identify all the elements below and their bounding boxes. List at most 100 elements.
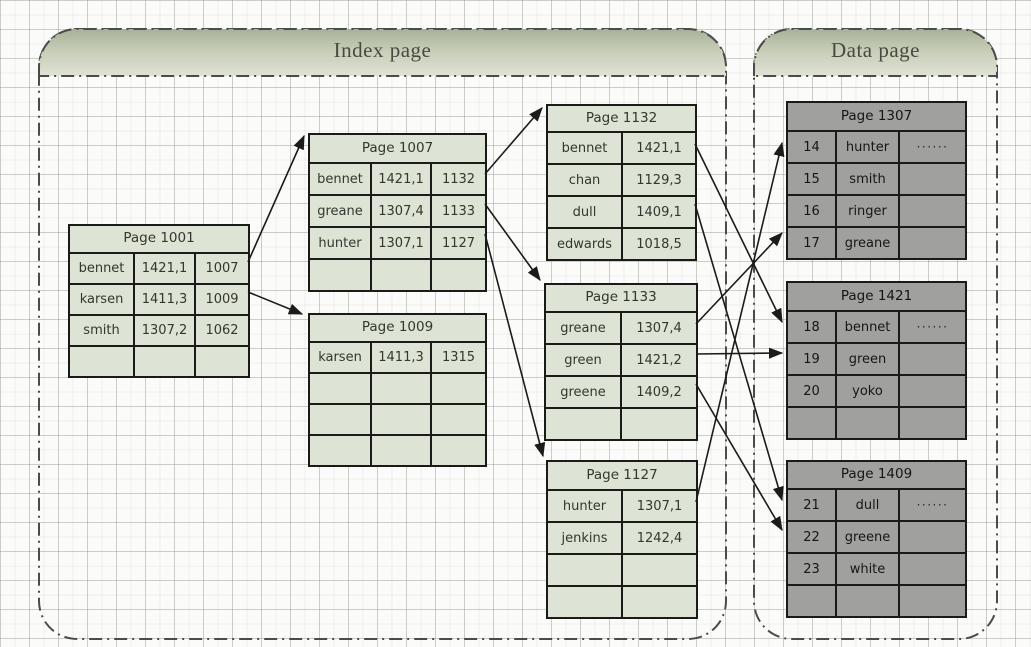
cell bbox=[133, 345, 196, 378]
cell: 17 bbox=[786, 226, 837, 260]
cell bbox=[546, 553, 623, 587]
cell bbox=[308, 372, 372, 405]
cell bbox=[546, 585, 623, 619]
cell: ······ bbox=[897, 488, 968, 522]
cell: 1421,1 bbox=[370, 162, 432, 196]
cell bbox=[897, 226, 968, 260]
cell bbox=[308, 403, 372, 436]
cell: 1411,3 bbox=[370, 341, 432, 374]
cell bbox=[897, 374, 968, 408]
cell bbox=[897, 584, 968, 618]
cell bbox=[835, 584, 900, 618]
cell: ······ bbox=[897, 310, 968, 344]
cell bbox=[897, 194, 968, 228]
cell bbox=[429, 434, 488, 467]
cell: ringer bbox=[835, 194, 900, 228]
page-1009-title: Page 1009 bbox=[307, 313, 488, 343]
cell: ······ bbox=[897, 130, 968, 164]
cell: dull bbox=[546, 195, 623, 229]
cell bbox=[620, 407, 698, 441]
cell bbox=[786, 584, 837, 618]
page-1009-row bbox=[308, 403, 488, 436]
cell bbox=[308, 258, 372, 292]
cell: bennet bbox=[835, 310, 900, 344]
index-header-band bbox=[38, 28, 727, 77]
cell: greane bbox=[544, 311, 622, 345]
cell: 1421,2 bbox=[620, 343, 698, 377]
cell: 1307,1 bbox=[370, 226, 432, 260]
page-1409-title: Page 1409 bbox=[785, 460, 968, 490]
cell: bennet bbox=[68, 252, 135, 285]
page-1421-row bbox=[786, 406, 968, 440]
cell: 1127 bbox=[429, 226, 488, 260]
cell: chan bbox=[546, 163, 623, 197]
cell: 1421,1 bbox=[133, 252, 196, 285]
cell bbox=[835, 406, 900, 440]
cell: greane bbox=[308, 194, 372, 228]
cell: 1409,2 bbox=[620, 375, 698, 409]
page-1007-title: Page 1007 bbox=[307, 133, 488, 164]
page-1307-title: Page 1307 bbox=[785, 101, 968, 132]
page-1009-row bbox=[308, 372, 488, 405]
cell: 1009 bbox=[193, 283, 251, 316]
cell bbox=[544, 407, 622, 441]
cell: 1307,2 bbox=[133, 314, 196, 347]
cell: 23 bbox=[786, 552, 837, 586]
cell bbox=[897, 342, 968, 376]
cell bbox=[897, 162, 968, 196]
cell: 1307,4 bbox=[370, 194, 432, 228]
cell: greene bbox=[835, 520, 900, 554]
cell bbox=[621, 553, 698, 587]
cell: bennet bbox=[308, 162, 372, 196]
cell bbox=[370, 258, 432, 292]
page-1421-title: Page 1421 bbox=[785, 281, 968, 312]
page-1133-row bbox=[544, 407, 698, 441]
cell: 1421,1 bbox=[621, 131, 697, 165]
cell bbox=[308, 434, 372, 467]
page-1133-title: Page 1133 bbox=[544, 283, 698, 313]
cell: 22 bbox=[786, 520, 837, 554]
cell bbox=[370, 372, 432, 405]
cell: hunter bbox=[546, 489, 623, 523]
cell: 18 bbox=[786, 310, 837, 344]
cell: 1307,4 bbox=[620, 311, 698, 345]
cell: green bbox=[835, 342, 900, 376]
index-section-title: Index page bbox=[333, 38, 432, 62]
cell: bennet bbox=[546, 131, 623, 165]
cell: 1132 bbox=[429, 162, 488, 196]
page-1007-row bbox=[308, 258, 488, 292]
page-1132-title: Page 1132 bbox=[546, 104, 697, 133]
page-1127-row bbox=[546, 585, 698, 619]
cell bbox=[68, 345, 135, 378]
cell bbox=[370, 403, 432, 436]
cell: 19 bbox=[786, 342, 837, 376]
cell: green bbox=[544, 343, 622, 377]
